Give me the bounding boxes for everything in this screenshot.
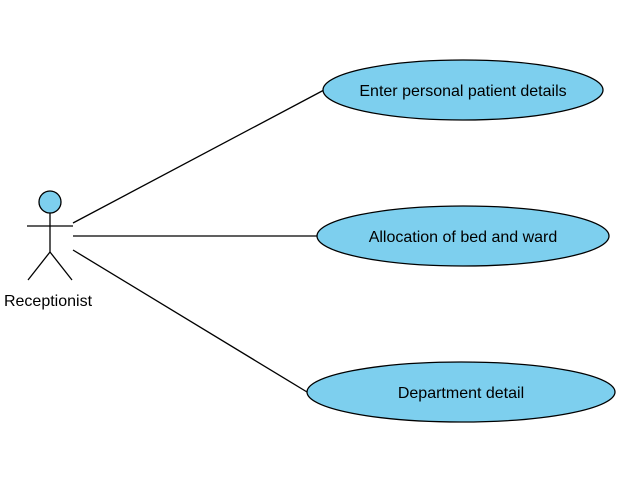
actor-label: Receptionist bbox=[4, 293, 93, 310]
actor-receptionist[interactable]: Receptionist bbox=[4, 190, 93, 310]
use-case-label: Department detail bbox=[398, 385, 524, 402]
association-line-enter-personal-patient-details bbox=[72, 89, 325, 224]
use-case-label: Allocation of bed and ward bbox=[369, 229, 558, 246]
use-case-label: Enter personal patient details bbox=[359, 83, 566, 100]
use-case-ellipse bbox=[316, 205, 610, 267]
actor-head bbox=[38, 190, 62, 214]
use-case-ellipse bbox=[306, 361, 616, 423]
use-case-department-detail[interactable]: Department detail bbox=[306, 361, 616, 423]
use-case-enter-personal-patient-details[interactable]: Enter personal patient details bbox=[322, 59, 604, 121]
actor-right-leg bbox=[49, 251, 73, 281]
use-case-allocation-of-bed-and-ward[interactable]: Allocation of bed and ward bbox=[316, 205, 610, 267]
association-line-department-detail bbox=[72, 249, 308, 393]
actor-left-leg bbox=[27, 251, 51, 281]
use-case-ellipse bbox=[322, 59, 604, 121]
